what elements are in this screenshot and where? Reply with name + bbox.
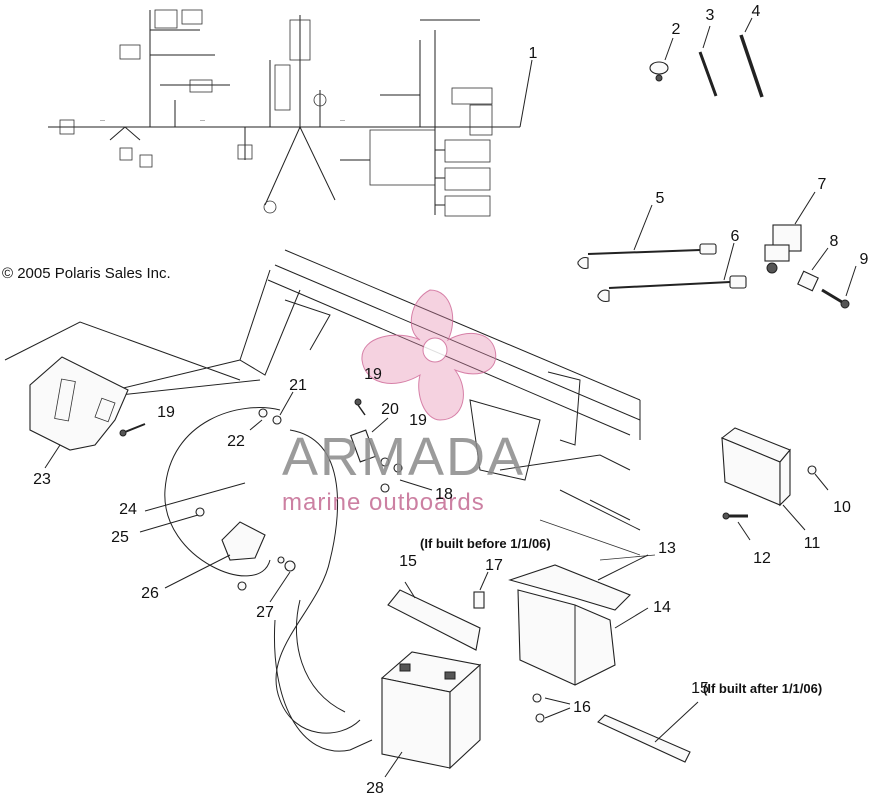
frame-assembly [114,249,656,561]
item-19-screw-left [119,423,146,437]
callout-19-mid: 19 [409,412,427,429]
callout-24: 24 [119,501,137,518]
copyright-notice: © 2005 Polaris Sales Inc. [2,265,171,282]
item-7-solenoid [764,191,816,274]
item-18-fasteners [380,457,433,493]
callout-14: 14 [653,599,671,616]
item-8-spacer [797,247,829,292]
callout-20: 20 [381,401,399,418]
item-19-screw-top [354,398,366,416]
callout-28: 28 [366,780,384,794]
callout-17: 17 [485,557,503,574]
note-built-after: (If built after 1/1/06) [703,681,822,696]
callout-25: 25 [111,529,129,546]
callout-8: 8 [830,233,839,250]
item-24-cable [144,407,361,734]
item-21-22-nuts [249,391,294,431]
svg-text:—: — [100,118,105,124]
item-25-bolt [139,507,205,533]
callout-12: 12 [753,550,771,567]
callout-18: 18 [435,486,453,503]
callout-5: 5 [656,190,665,207]
item-28-battery [380,651,482,778]
item-6-cable [597,242,747,303]
item-16-fasteners [532,693,571,723]
callout-10: 10 [833,499,851,516]
callout-19-top: 19 [364,366,382,383]
note-built-before: (If built before 1/1/06) [420,536,551,551]
watermark-tagline: marine outboards [282,489,485,516]
armada-logo: ARMADA marine outboards [282,289,525,516]
item-9-bolt [821,265,857,309]
item-2-clip [649,37,674,82]
item-28-cable [273,599,373,752]
item-20-clamp [349,417,389,463]
item-23-cover [4,321,241,469]
svg-text:—: — [340,118,345,124]
callout-6: 6 [731,228,740,245]
item-15-bracket-late [597,701,699,763]
callout-9: 9 [860,251,869,268]
callout-16: 16 [573,699,591,716]
item-17-bolt [473,571,489,609]
item-11-module [720,427,806,531]
callout-3: 3 [706,7,715,24]
callout-22: 22 [227,433,245,450]
wiring-harness-schematic: — — — [48,9,533,217]
item-12-screw [722,512,751,541]
callout-4: 4 [752,3,761,20]
item-27-nut [269,556,296,603]
svg-text:—: — [200,118,205,124]
item-14-battery-tray [508,554,649,686]
callout-11: 11 [804,535,821,552]
callout-15-late: 15 [691,680,709,697]
item-3-rod [698,25,718,97]
item-4-rod [739,17,764,98]
item-26-relay [164,521,266,591]
watermark-brand: ARMADA [282,427,525,487]
callout-13: 13 [658,540,676,557]
item-15-bracket-early [387,581,481,651]
callout-15-early: 15 [399,553,417,570]
item-5-cable [577,204,717,270]
callout-27: 27 [256,604,274,621]
callout-23: 23 [33,471,51,488]
callout-26: 26 [141,585,159,602]
callout-7: 7 [818,176,827,193]
item-10-nut [807,465,829,491]
callout-1: 1 [529,45,538,62]
callout-2: 2 [672,21,681,38]
callout-21: 21 [289,377,307,394]
callout-19-left: 19 [157,404,175,421]
